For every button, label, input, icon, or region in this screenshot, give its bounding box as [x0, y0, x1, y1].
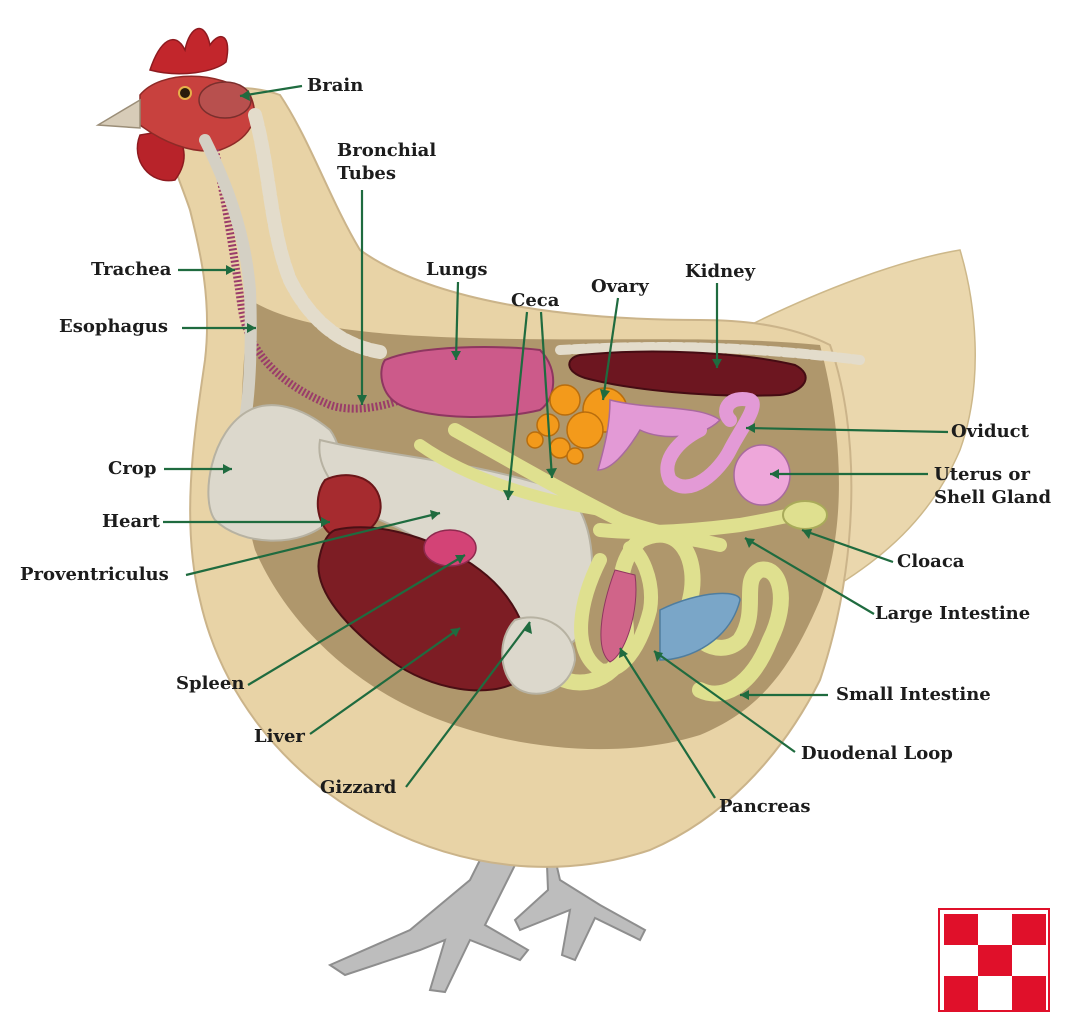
ceca-leader-2	[539, 311, 554, 479]
large-intestine-leader	[744, 537, 875, 615]
oviduct-organ	[597, 399, 722, 471]
label-esophagus: Esophagus	[59, 316, 169, 337]
oviduct-coil	[660, 392, 760, 494]
label-uterus: Uterus or Shell Gland	[934, 464, 1052, 508]
comb	[149, 27, 229, 75]
duodenal-loop-leader	[653, 650, 796, 753]
label-ovary: Ovary	[591, 276, 649, 297]
ovary-leader	[601, 297, 620, 401]
label-crop: Crop	[108, 458, 157, 479]
label-kidney: Kidney	[685, 261, 756, 282]
pancreas-leader	[619, 647, 716, 799]
leader-arrowheads	[223, 90, 812, 700]
label-oviduct: Oviduct	[951, 421, 1029, 442]
brain-leader	[239, 84, 303, 98]
label-heart: Heart	[102, 511, 160, 532]
ceca-organ-2	[414, 439, 606, 516]
eye	[178, 86, 192, 100]
label-proventriculus: Proventriculus	[20, 564, 169, 585]
liver-leader	[309, 627, 461, 735]
spine-back	[555, 342, 865, 365]
label-brain: Brain	[307, 75, 364, 96]
cloaca-leader	[801, 528, 894, 564]
spine	[248, 108, 387, 359]
leader-lines	[163, 84, 949, 799]
label-small-intestine: Small Intestine	[836, 684, 991, 705]
label-trachea: Trachea	[91, 259, 172, 280]
label-lungs: Lungs	[426, 259, 488, 280]
label-bronchial-tubes: Bronchial Tubes	[337, 140, 437, 184]
brain-organ	[198, 81, 252, 119]
kidney-organ	[568, 350, 807, 397]
label-liver: Liver	[254, 726, 305, 747]
beak	[95, 98, 141, 129]
label-cloaca: Cloaca	[897, 551, 965, 572]
label-gizzard: Gizzard	[320, 777, 397, 798]
ceca-organ	[448, 423, 727, 552]
label-duodenal-loop: Duodenal Loop	[801, 743, 953, 764]
ceca-leader-1	[506, 311, 529, 501]
proventriculus-leader	[185, 511, 441, 577]
spleen-organ	[423, 529, 477, 567]
spleen-leader	[247, 554, 466, 686]
gizzard-leader	[405, 621, 531, 788]
pancreas-organ	[600, 569, 637, 663]
oviduct-leader	[745, 426, 949, 434]
label-ceca: Ceca	[511, 290, 560, 311]
cloaca-organ	[782, 500, 828, 530]
mesentery	[659, 592, 741, 661]
esophagus-organ	[199, 134, 257, 426]
lungs-organ	[380, 346, 555, 418]
checkerboard-logo	[938, 908, 1050, 1012]
label-large-intestine: Large Intestine	[875, 603, 1031, 624]
label-pancreas: Pancreas	[719, 796, 811, 817]
lungs-leader	[454, 281, 460, 361]
label-spleen: Spleen	[176, 673, 245, 694]
duodenal-loop-organ	[574, 541, 658, 678]
